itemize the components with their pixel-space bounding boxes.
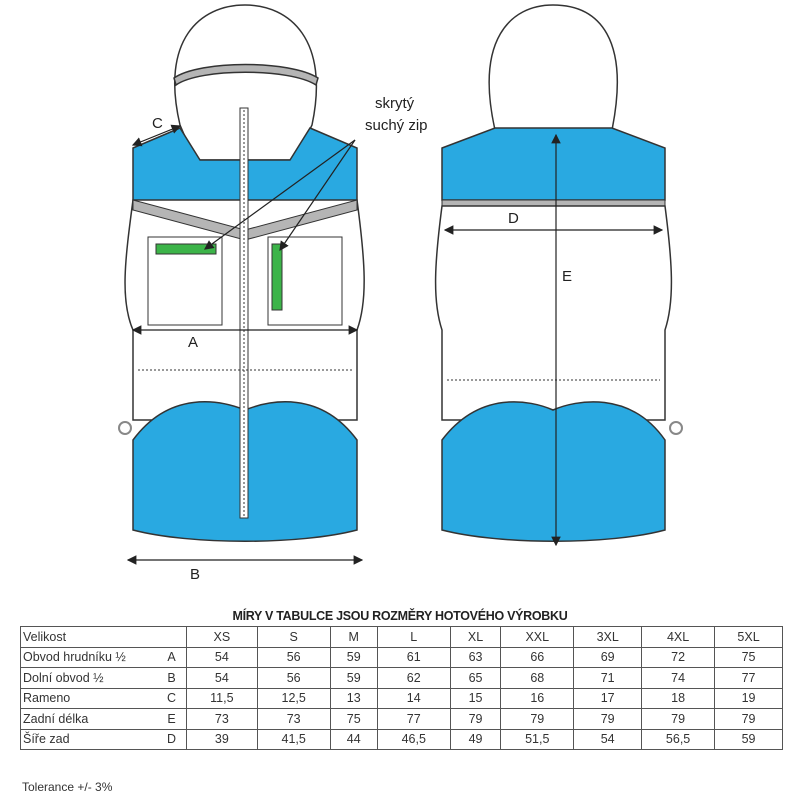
cell-value: 13 <box>329 687 378 709</box>
cell-value: 49 <box>449 728 502 750</box>
row-code: A <box>157 646 187 668</box>
row-code: E <box>157 708 187 730</box>
row-name: Obvod hrudníku ½ <box>20 646 157 668</box>
header-label: Velikost <box>20 626 157 648</box>
cell-value: 75 <box>714 646 783 668</box>
cell-value: 66 <box>500 646 575 668</box>
table-title: MÍRY V TABULCE JSOU ROZMĚRY HOTOVÉHO VÝR… <box>232 609 568 623</box>
cell-value: 79 <box>714 708 783 730</box>
size-header: L <box>376 626 451 648</box>
size-header: M <box>329 626 378 648</box>
vest-back <box>434 4 683 542</box>
vest-front <box>118 4 365 542</box>
cell-value: 15 <box>449 687 502 709</box>
label-c: C <box>152 115 163 132</box>
cell-value: 41,5 <box>256 728 331 750</box>
cell-value: 71 <box>573 667 643 689</box>
cell-value: 54 <box>573 728 643 750</box>
cell-value: 77 <box>714 667 783 689</box>
cell-value: 72 <box>641 646 716 668</box>
size-header: 4XL <box>641 626 716 648</box>
tolerance-note: Tolerance +/- 3% <box>22 780 113 794</box>
cell-value: 68 <box>500 667 575 689</box>
size-header: 3XL <box>573 626 643 648</box>
cell-value: 19 <box>714 687 783 709</box>
row-code: C <box>157 687 187 709</box>
cell-value: 56,5 <box>641 728 716 750</box>
cell-value: 73 <box>186 708 258 730</box>
cell-value: 11,5 <box>186 687 258 709</box>
cell-value: 63 <box>449 646 502 668</box>
cell-value: 73 <box>256 708 331 730</box>
cell-value: 62 <box>376 667 451 689</box>
cell-value: 75 <box>329 708 378 730</box>
row-code: B <box>157 667 187 689</box>
cell-value: 14 <box>376 687 451 709</box>
cell-value: 12,5 <box>256 687 331 709</box>
size-header: XS <box>186 626 258 648</box>
size-header: S <box>256 626 331 648</box>
label-b: B <box>190 566 201 583</box>
cell-value: 61 <box>376 646 451 668</box>
cell-value: 16 <box>500 687 575 709</box>
row-name: Rameno <box>20 687 157 709</box>
cell-value: 56 <box>256 667 331 689</box>
cell-value: 79 <box>641 708 716 730</box>
cell-value: 46,5 <box>376 728 451 750</box>
cell-value: 18 <box>641 687 716 709</box>
size-header: 5XL <box>714 626 783 648</box>
cell-value: 74 <box>641 667 716 689</box>
cell-value: 44 <box>329 728 378 750</box>
cell-value: 59 <box>329 667 378 689</box>
cell-value: 17 <box>573 687 643 709</box>
cell-value: 79 <box>573 708 643 730</box>
label-d: D <box>508 210 519 227</box>
cell-value: 56 <box>256 646 331 668</box>
cell-value: 77 <box>376 708 451 730</box>
row-code: D <box>157 728 187 750</box>
hidden-zip-label-1: skrytý <box>375 95 415 112</box>
cell-value: 59 <box>329 646 378 668</box>
cell-value: 69 <box>573 646 643 668</box>
hidden-zip-label-2: suchý zip <box>365 117 428 134</box>
vest-drawings <box>118 4 683 565</box>
row-name: Zadní délka <box>20 708 157 730</box>
cell-value: 65 <box>449 667 502 689</box>
size-header: XL <box>449 626 502 648</box>
measurement-lines <box>126 124 664 565</box>
cell-value: 54 <box>186 667 258 689</box>
cell-value: 51,5 <box>500 728 575 750</box>
size-header: XXL <box>500 626 575 648</box>
label-e: E <box>562 268 573 285</box>
cell-value: 59 <box>714 728 783 750</box>
cell-value: 79 <box>449 708 502 730</box>
row-name: Šíře zad <box>20 728 157 750</box>
cell-value: 54 <box>186 646 258 668</box>
row-name: Dolní obvod ½ <box>20 667 157 689</box>
cell-value: 79 <box>500 708 575 730</box>
cell-value: 39 <box>186 728 258 750</box>
label-a: A <box>188 334 199 351</box>
